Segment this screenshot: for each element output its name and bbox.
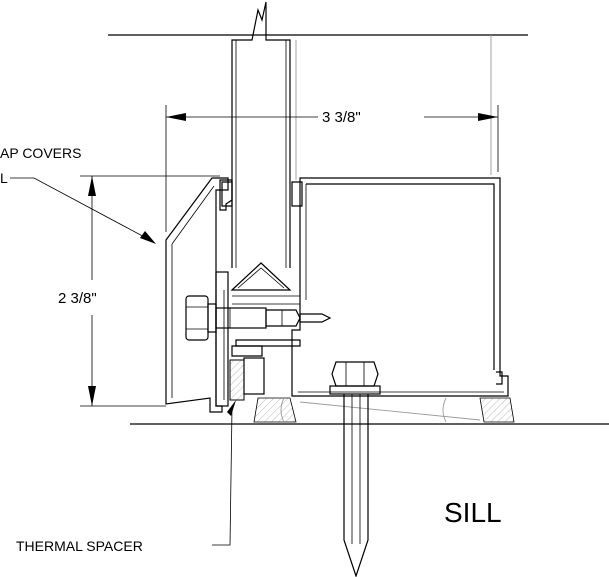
width-dimension-line [166,113,498,121]
sill-extrusion [221,177,509,397]
thermal-spacer-leader [212,407,233,546]
cap-covers-leader [10,177,151,241]
cap-cover [165,177,229,413]
width-dimension-label: 3 3/8" [322,109,361,126]
sill-sealant [253,397,515,423]
glazing-unit [230,1,492,291]
height-dimension-line [80,175,220,407]
cap-covers-label-line2: L [0,170,8,186]
thermal-spacer [229,345,265,401]
pressure-plate-bolt [185,295,332,341]
cap-covers-label: AP COVERS [0,145,81,161]
height-dimension-label: 2 3/8" [58,290,97,307]
thermal-spacer-label: THERMAL SPACER [16,538,143,554]
sill-anchor-screw [329,361,381,577]
section-title: SILL [444,497,502,528]
